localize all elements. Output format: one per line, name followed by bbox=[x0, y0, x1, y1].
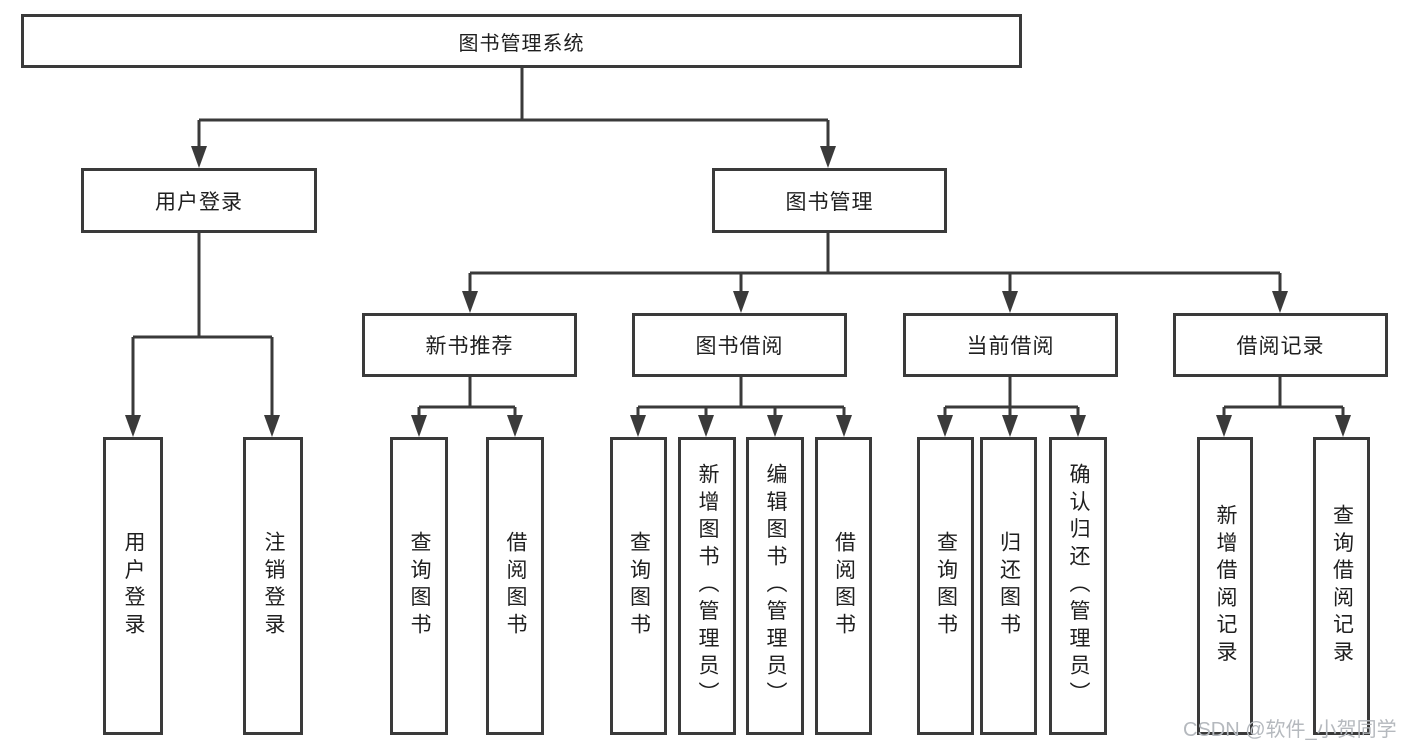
csdn-watermark: CSDN @软件_小贺同学 bbox=[1183, 719, 1397, 741]
leaf-br-add-record: 新增借阅记录 bbox=[1197, 437, 1253, 735]
arrowheads-new-book-recommend-children bbox=[411, 415, 523, 437]
arrowheads-book-mgmt-sections bbox=[462, 291, 1288, 313]
connector-borrow-records-children bbox=[1222, 377, 1345, 417]
arrowheads-book-borrow-children bbox=[630, 415, 852, 437]
leaf-br-query-record: 查询借阅记录 bbox=[1313, 437, 1370, 735]
leaf-nbr-borrow-book: 借阅图书 bbox=[486, 437, 544, 735]
node-new-book-recommend: 新书推荐 bbox=[362, 313, 577, 377]
leaf-cb-return-book: 归还图书 bbox=[980, 437, 1037, 735]
connector-current-borrow-children bbox=[943, 377, 1080, 417]
node-book-mgmt: 图书管理 bbox=[712, 168, 947, 233]
node-current-borrow: 当前借阅 bbox=[903, 313, 1118, 377]
connector-book-borrow-children bbox=[636, 377, 846, 417]
leaf-bb-query-book: 查询图书 bbox=[610, 437, 667, 735]
leaf-bb-edit-book-admin: 编辑图书（管理员） bbox=[746, 437, 804, 735]
node-user-login: 用户登录 bbox=[81, 168, 317, 233]
connector-root-to-level2 bbox=[197, 68, 830, 148]
connector-user-login-children bbox=[131, 233, 274, 417]
node-borrow-records: 借阅记录 bbox=[1173, 313, 1388, 377]
arrowheads-borrow-records-children bbox=[1216, 415, 1351, 437]
node-root: 图书管理系统 bbox=[21, 14, 1022, 68]
connector-book-mgmt-sections bbox=[468, 233, 1282, 293]
leaf-bb-borrow-book: 借阅图书 bbox=[815, 437, 872, 735]
arrowheads-current-borrow-children bbox=[937, 415, 1086, 437]
leaf-nbr-query-book: 查询图书 bbox=[390, 437, 448, 735]
arrowheads-user-login-children bbox=[125, 415, 280, 437]
leaf-logout: 注销登录 bbox=[243, 437, 303, 735]
leaf-cb-confirm-return-admin: 确认归还（管理员） bbox=[1049, 437, 1107, 735]
leaf-user-login: 用户登录 bbox=[103, 437, 163, 735]
arrowheads-root-to-level2 bbox=[191, 146, 836, 168]
leaf-bb-add-book-admin: 新增图书（管理员） bbox=[678, 437, 736, 735]
connector-new-book-recommend-children bbox=[417, 377, 517, 417]
leaf-cb-query-book: 查询图书 bbox=[917, 437, 974, 735]
node-book-borrow: 图书借阅 bbox=[632, 313, 847, 377]
